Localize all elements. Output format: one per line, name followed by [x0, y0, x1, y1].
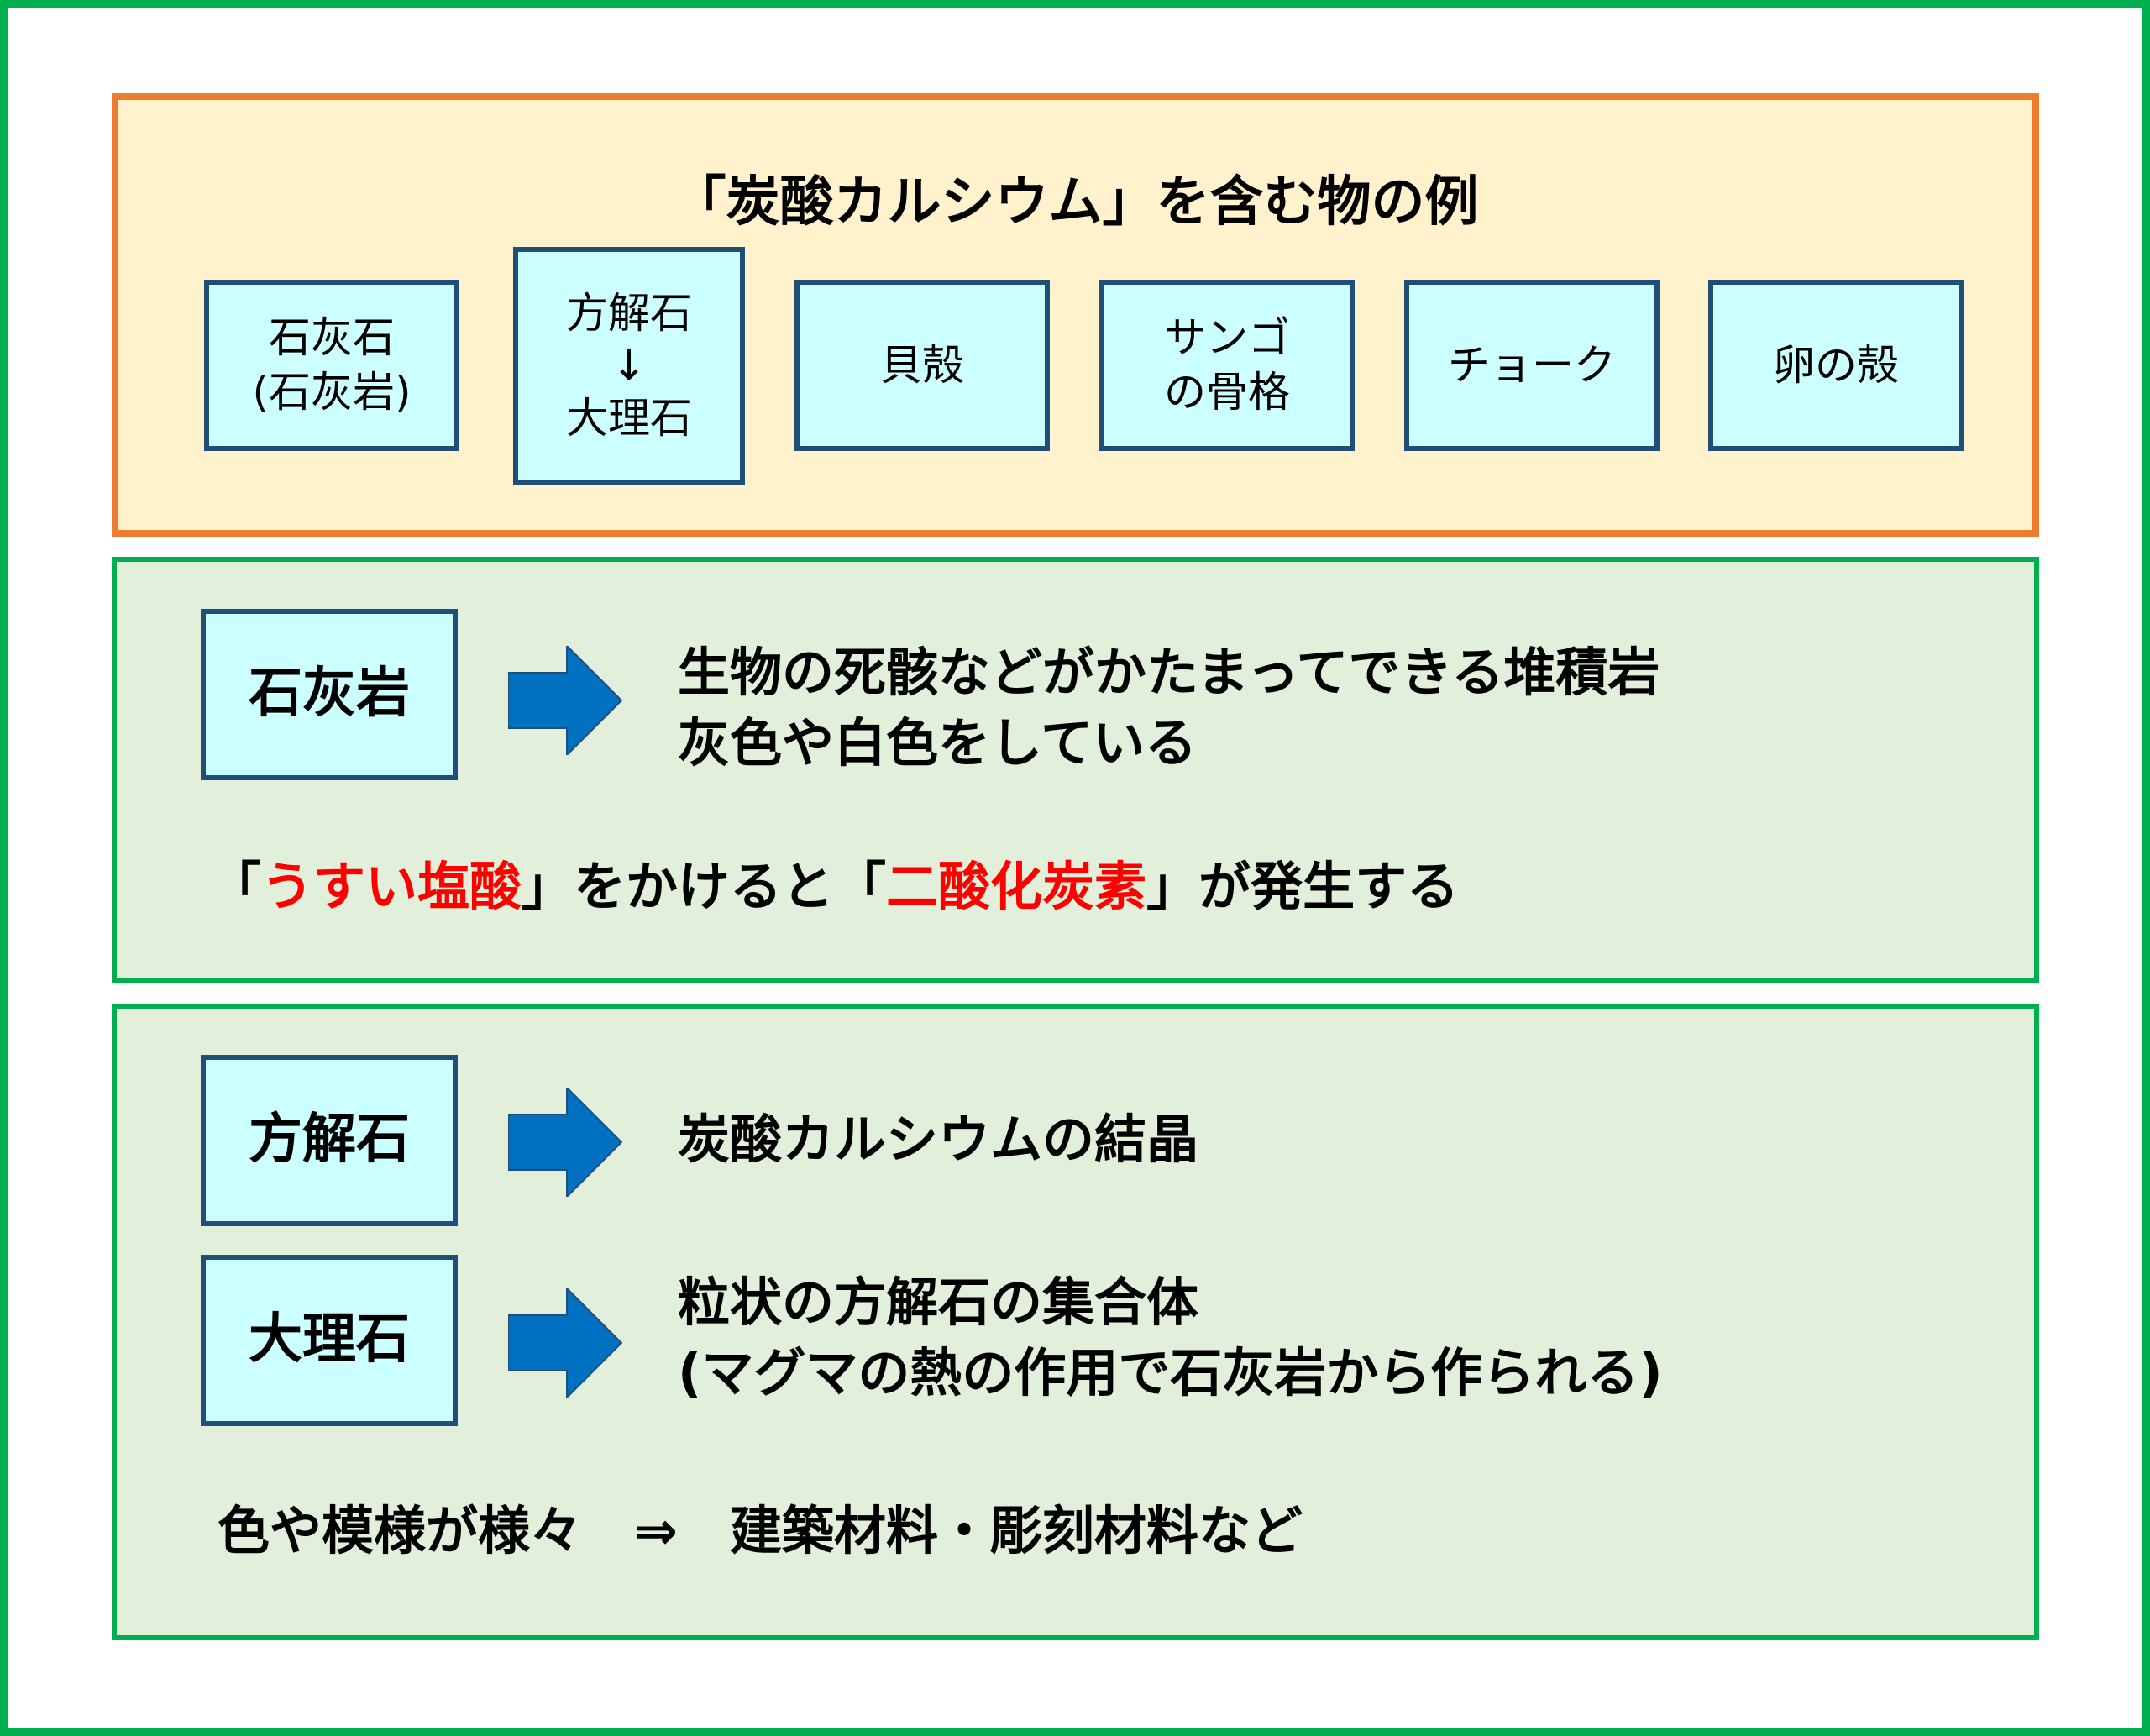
example-limestone: 石灰石 (石灰岩) [204, 280, 459, 451]
example-line: 貝殻 [880, 340, 964, 390]
bracket: 「 [209, 856, 262, 917]
marble-label-box: 大理石 [201, 1255, 458, 1426]
calcite-description: 炭酸カルシウムの結晶 [678, 1109, 1199, 1170]
example-line: サンゴ [1164, 313, 1290, 362]
example-coral: サンゴ の骨格 [1099, 280, 1355, 451]
calcite-marble-panel: 方解石 炭酸カルシウムの結晶 大理石 粒状の方解石の集合体 (マグマの熱の作用で… [112, 1004, 2039, 1640]
limestone-description: 生物の死骸などがかたまってできる堆積岩 灰色や白色をしている [678, 637, 1660, 778]
right-arrow-icon [508, 646, 623, 755]
marble-label: 大理石 [249, 1309, 410, 1371]
marble-description: 粒状の方解石の集合体 (マグマの熱の作用で石灰岩から作られる) [678, 1267, 1663, 1408]
example-shell: 貝殻 [794, 280, 1050, 451]
calcite-label-box: 方解石 [201, 1055, 458, 1226]
reagent-highlight: うすい塩酸 [261, 856, 522, 917]
limestone-panel: 石灰岩 生物の死骸などがかたまってできる堆積岩 灰色や白色をしている 「うすい塩… [112, 557, 2039, 983]
example-calcite-marble: 方解石 ↓ 大理石 [513, 247, 745, 485]
calcite-label: 方解石 [249, 1109, 410, 1172]
example-line: 方解石 [566, 288, 692, 338]
down-arrow-icon: ↓ [611, 341, 647, 391]
limestone-label: 石灰岩 [249, 663, 410, 726]
example-line: チョーク [1448, 340, 1616, 390]
example-line: (石灰岩) [252, 368, 412, 417]
example-line: 卵の殻 [1773, 340, 1899, 390]
example-eggshell: 卵の殻 [1708, 280, 1964, 451]
example-chalk: チョーク [1404, 280, 1660, 451]
marble-desc-line1: 粒状の方解石の集合体 [678, 1272, 1199, 1333]
examples-title: 「炭酸カルシウム」を含む物の例 [672, 171, 1479, 233]
reaction-mid: 」をかけると「 [522, 856, 887, 917]
marble-desc-line2: (マグマの熱の作用で石灰岩から作られる) [678, 1341, 1663, 1403]
limestone-label-box: 石灰岩 [201, 609, 458, 780]
right-arrow-icon [508, 1088, 623, 1197]
acid-reaction-text: 「うすい塩酸」をかけると「二酸化炭素」が発生する [209, 852, 1459, 922]
example-line: の骨格 [1164, 368, 1290, 417]
example-line: 大理石 [566, 393, 692, 443]
usage-text: 色や模様が様々 ⇒ 建築材料・彫刻材料など [218, 1500, 1303, 1561]
product-highlight: 二酸化炭素 [886, 856, 1147, 917]
example-line: 石灰石 [269, 313, 395, 362]
right-arrow-icon [508, 1288, 623, 1398]
reaction-close: 」が発生する [1146, 856, 1460, 917]
limestone-desc-line2: 灰色や白色をしている [678, 711, 1198, 774]
limestone-desc-line1: 生物の死骸などがかたまってできる堆積岩 [678, 642, 1660, 703]
examples-panel: 「炭酸カルシウム」を含む物の例 石灰石 (石灰岩) 方解石 ↓ 大理石 貝殻 サ… [112, 93, 2039, 537]
